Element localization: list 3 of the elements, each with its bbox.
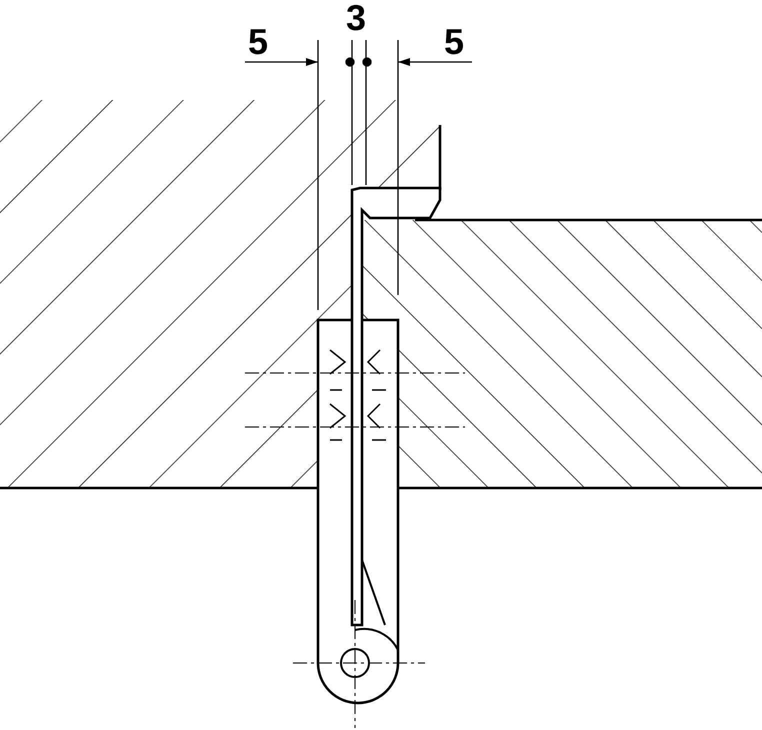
- dimension-label: 3: [346, 0, 366, 36]
- dimension-label: 5: [248, 24, 268, 60]
- dimension-label: 5: [444, 24, 464, 60]
